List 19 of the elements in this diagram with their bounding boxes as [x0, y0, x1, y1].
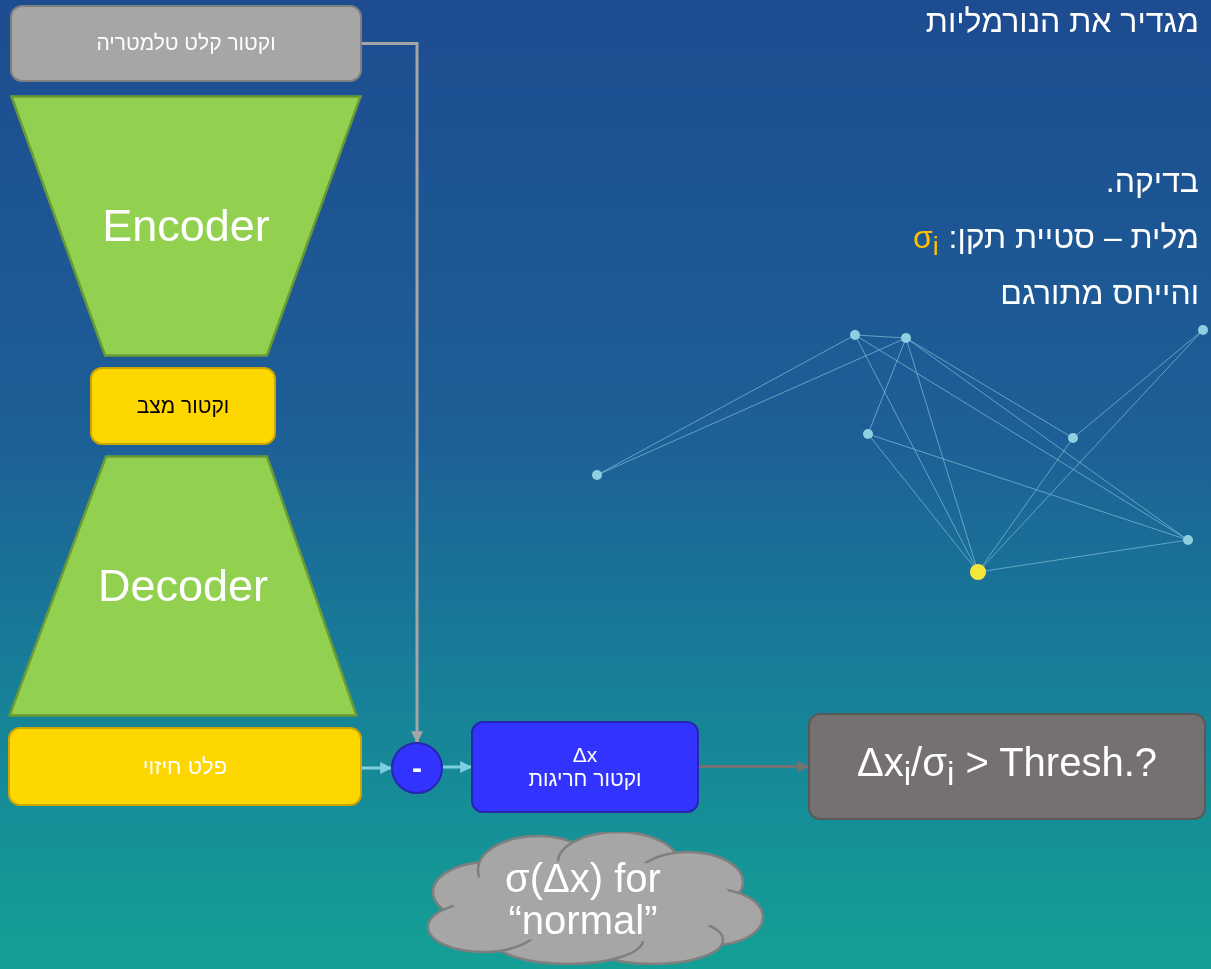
text-line: מלית – סטיית תקן:	[948, 220, 1199, 256]
input-box: וקטור קלט טלמטריה	[10, 5, 362, 82]
sigma-symbol: σ$_{i}$	[912, 220, 939, 262]
text-line: מגדיר את הנורמליות	[925, 4, 1199, 40]
arrow	[362, 42, 423, 744]
arrow	[443, 761, 473, 773]
deviation-box	[471, 721, 699, 813]
output-box: פלט חיזוי	[8, 727, 362, 806]
symbol-label: Δx	[572, 742, 598, 767]
minus-circle: -	[391, 742, 443, 794]
arrow	[362, 762, 393, 774]
text-line: בדיקה.	[1105, 164, 1199, 200]
text-line: והייחס מתורגם	[1000, 276, 1199, 312]
box-label: וקטור חריגות	[528, 767, 642, 792]
arrow	[699, 760, 810, 773]
threshold-box: Δx$_{i}$/σ$_{i}$ > Thresh.?	[808, 713, 1206, 820]
state-box: וקטור מצב	[90, 367, 276, 445]
encoder-trapezoid: Encoder	[10, 95, 362, 357]
decoder-trapezoid: Decoder	[8, 455, 358, 717]
